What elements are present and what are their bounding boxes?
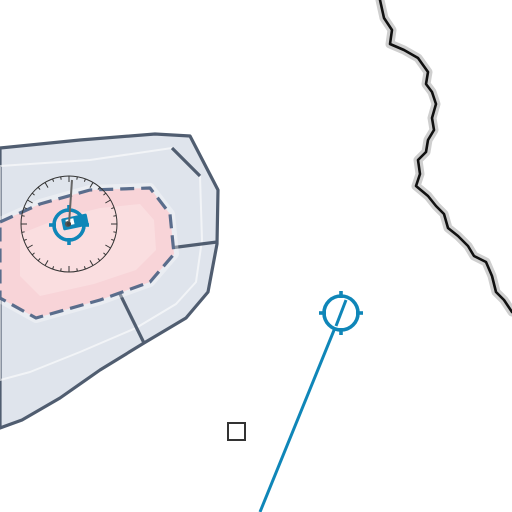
compass-tick: [31, 252, 35, 256]
route-line[interactable]: [258, 312, 343, 512]
compass-tick: [44, 182, 49, 188]
compass-tick: [37, 258, 41, 262]
compass-tick: [89, 182, 94, 188]
vor-navaid-icon[interactable]: [319, 291, 363, 335]
compass-tick: [113, 215, 117, 217]
compass-tick: [83, 178, 86, 182]
compass-tick: [60, 268, 62, 272]
compass-tick: [103, 192, 107, 196]
airport-icon[interactable]: [67, 222, 71, 226]
compass-tick: [37, 186, 41, 190]
compass-tick: [111, 238, 115, 241]
compass-tick: [97, 186, 101, 190]
compass-tick: [21, 231, 25, 233]
compass-tick: [52, 266, 55, 270]
compass-tick: [97, 258, 101, 262]
compass-tick: [76, 268, 78, 272]
compass-tick: [60, 176, 62, 180]
compass-tick: [83, 266, 86, 270]
compass-tick: [23, 238, 27, 241]
compass-tick: [27, 199, 33, 204]
compass-tick: [89, 260, 94, 266]
compass-tick: [111, 207, 115, 210]
compass-tick: [103, 252, 107, 256]
compass-tick: [52, 178, 55, 182]
square-fix-icon[interactable]: [227, 422, 246, 441]
compass-tick: [76, 176, 78, 180]
compass-tick: [27, 244, 33, 249]
compass-tick: [31, 192, 35, 196]
compass-tick: [105, 244, 111, 249]
compass-tick: [113, 231, 117, 233]
border-line: [375, 0, 512, 317]
compass-rose-icon: [20, 175, 118, 273]
compass-tick: [105, 199, 111, 204]
compass-tick: [44, 260, 49, 266]
compass-tick: [21, 215, 25, 217]
vor-navaid-icon[interactable]: [49, 179, 89, 245]
compass-tick: [23, 207, 27, 210]
